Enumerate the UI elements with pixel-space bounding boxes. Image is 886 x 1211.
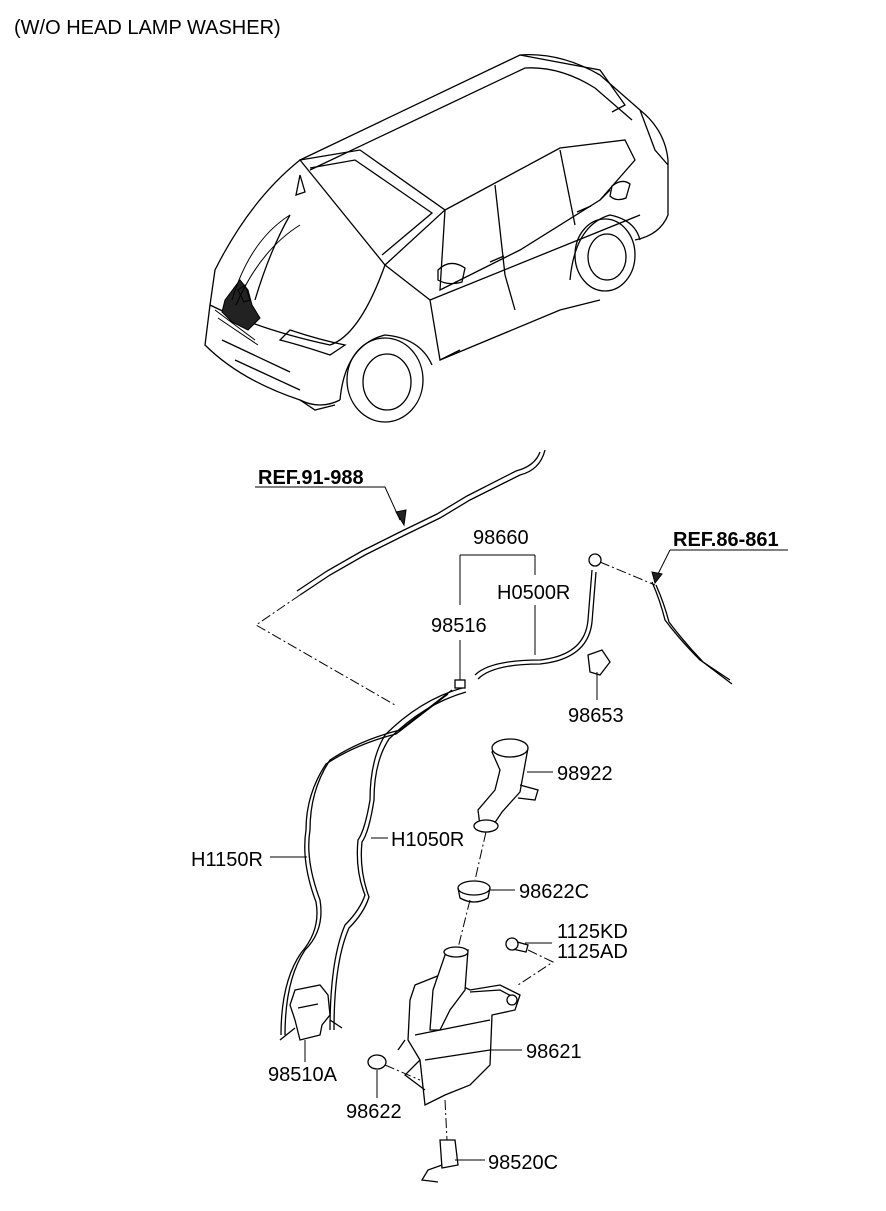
level-sensor-98520C	[439, 1139, 459, 1169]
ref-91-988-label: REF.91-988	[258, 467, 364, 489]
part-label-1125AD: 1125AD	[557, 941, 628, 963]
grommet-98622	[367, 1054, 387, 1070]
part-label-H1150R: H1150R	[191, 849, 263, 871]
seal-98622C	[457, 880, 491, 896]
pump-98510A	[289, 984, 331, 1041]
washer-hose-assembly	[255, 449, 733, 1036]
part-label-H0500R: H0500R	[497, 582, 570, 604]
washer-nozzle-98653	[587, 649, 611, 676]
leader-lines	[255, 486, 788, 1161]
reservoir-98621	[407, 974, 521, 1106]
part-label-H1050R: H1050R	[391, 829, 464, 851]
part-label-98653: 98653	[568, 705, 624, 727]
nozzle-connector	[588, 553, 602, 567]
part-label-1125KD: 1125KD	[557, 921, 628, 943]
diagram-title: (W/O HEAD LAMP WASHER)	[14, 17, 281, 39]
reservoir-assembly	[279, 738, 555, 1183]
part-label-98622: 98622	[346, 1101, 402, 1123]
part-label-98516: 98516	[431, 615, 487, 637]
hose-connector-98516	[454, 679, 466, 689]
part-label-98660: 98660	[473, 527, 529, 549]
part-label-98510A: 98510A	[268, 1064, 338, 1086]
part-label-98622C: 98622C	[519, 881, 589, 903]
vehicle-illustration	[204, 54, 669, 423]
part-label-98922: 98922	[557, 763, 613, 785]
ref-86-861-label: REF.86-861	[673, 529, 779, 551]
part-label-98520C: 98520C	[488, 1152, 558, 1174]
part-label-98621: 98621	[526, 1041, 582, 1063]
